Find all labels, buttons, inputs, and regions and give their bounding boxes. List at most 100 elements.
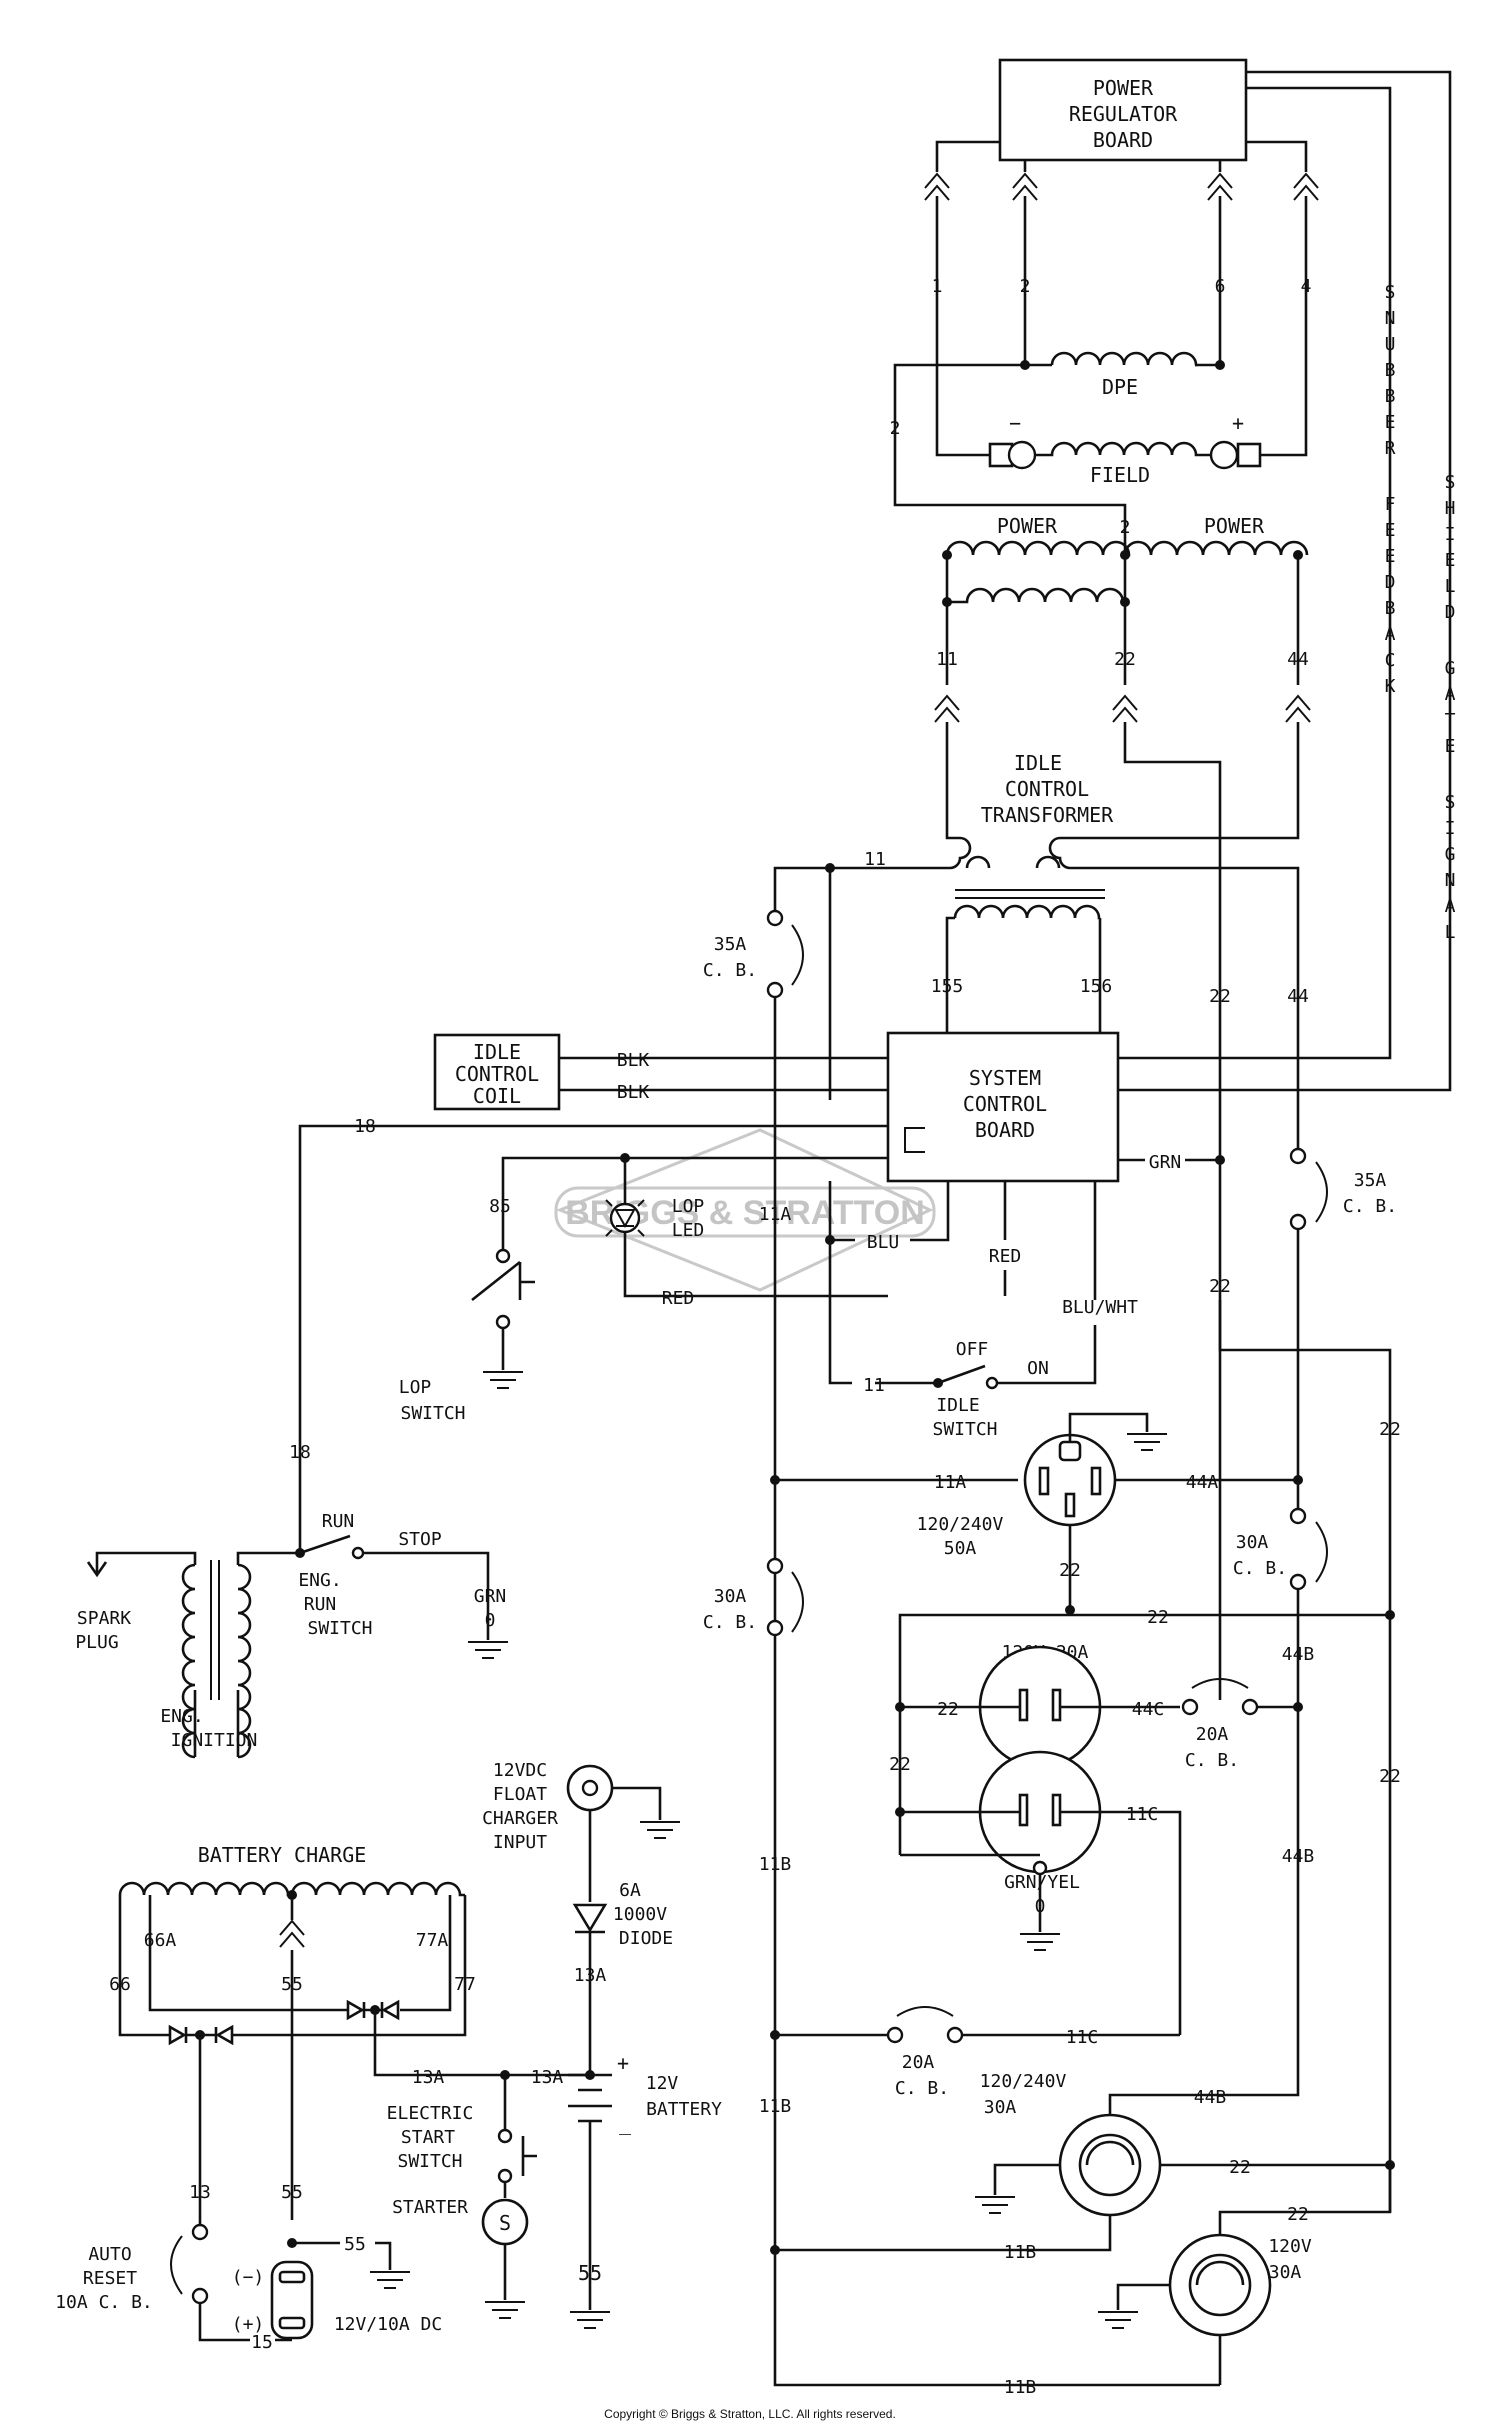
svg-text:66A: 66A xyxy=(144,1930,177,1951)
dpe-winding: DPE xyxy=(1050,351,1198,399)
dc-output-12v-10a: 55 55 (−) (+) 12V/10A DC xyxy=(232,2182,442,2340)
circuit-breaker-20a-duplex: 44C 20A C. B. xyxy=(1132,1678,1303,1771)
svg-text:1000V: 1000V xyxy=(613,1904,667,1925)
svg-text:44B: 44B xyxy=(1282,1846,1315,1867)
svg-text:77A: 77A xyxy=(416,1930,449,1951)
vertical-label-letter: G xyxy=(1445,844,1456,865)
svg-text:120V: 120V xyxy=(1268,2236,1312,2257)
svg-text:55: 55 xyxy=(281,2182,303,2203)
svg-text:30A: 30A xyxy=(984,2097,1017,2118)
svg-text:2: 2 xyxy=(1020,276,1031,297)
diode-6a-1000v: 6A 1000V DIODE 13A xyxy=(572,1880,673,2075)
svg-text:INPUT: INPUT xyxy=(493,1832,547,1853)
vertical-label-letter: E xyxy=(1445,736,1456,757)
svg-text:11A: 11A xyxy=(934,1472,967,1493)
svg-text:30A: 30A xyxy=(714,1586,747,1607)
svg-text:LED: LED xyxy=(672,1220,705,1241)
svg-text:22: 22 xyxy=(1059,1560,1081,1581)
svg-text:66: 66 xyxy=(109,1974,131,1995)
svg-text:0: 0 xyxy=(485,1610,496,1631)
svg-text:COIL: COIL xyxy=(473,1084,521,1108)
svg-text:55: 55 xyxy=(344,2234,366,2255)
receptacle-120-240v-50a: 11A 44A 22 120/240V 50A xyxy=(770,1412,1303,1615)
svg-text:30A: 30A xyxy=(1236,1532,1269,1553)
wire-22-bus xyxy=(898,1610,1395,1855)
svg-text:10A C. B.: 10A C. B. xyxy=(55,2292,153,2313)
svg-text:30A: 30A xyxy=(1269,2262,1302,2283)
svg-text:RUN: RUN xyxy=(304,1594,337,1615)
svg-text:11B: 11B xyxy=(759,1854,792,1875)
svg-text:SYSTEM: SYSTEM xyxy=(969,1066,1041,1090)
svg-text:SWITCH: SWITCH xyxy=(307,1618,372,1639)
float-charger-input: 12VDC FLOAT CHARGER INPUT xyxy=(482,1760,680,1902)
svg-text:CHARGER: CHARGER xyxy=(482,1808,558,1829)
svg-text:C. B.: C. B. xyxy=(1185,1750,1239,1771)
svg-text:11C: 11C xyxy=(1126,1804,1159,1825)
svg-text:POWER: POWER xyxy=(1204,514,1265,538)
svg-text:20A: 20A xyxy=(1196,1724,1229,1745)
svg-text:+: + xyxy=(1232,411,1244,435)
svg-text:13A: 13A xyxy=(412,2067,445,2088)
receptacle-120v-30a: 22 120V 30A 11B xyxy=(1004,2165,1392,2398)
vertical-label-letter: E xyxy=(1385,520,1396,541)
svg-text:44B: 44B xyxy=(1282,1644,1315,1665)
vertical-label-letter: D xyxy=(1445,602,1456,623)
vertical-label-letter: I xyxy=(1445,818,1456,839)
circuit-breaker-30a-right: 30A C. B. xyxy=(1233,1507,1328,1950)
vertical-label-letter: A xyxy=(1385,624,1396,645)
svg-text:11: 11 xyxy=(936,649,958,670)
vertical-label-letter: L xyxy=(1445,576,1456,597)
svg-text:C. B.: C. B. xyxy=(1343,1196,1397,1217)
svg-text:LOP: LOP xyxy=(672,1196,705,1217)
svg-text:POWER: POWER xyxy=(997,514,1058,538)
battery-charge-winding: BATTERY CHARGE 66A 77A 55 66 77 xyxy=(109,1843,476,2225)
svg-text:22: 22 xyxy=(1209,986,1231,1007)
electric-start-switch: S ELECTRIC START SWITCH STARTER 13A 13A xyxy=(373,2060,595,2319)
engine-ignition: SPARK PLUG ENG. IGNITION xyxy=(75,1551,300,1759)
svg-text:CONTROL: CONTROL xyxy=(1005,777,1089,801)
vertical-label-letter: U xyxy=(1385,334,1396,355)
vertical-label-letter: E xyxy=(1385,546,1396,567)
svg-text:GRN: GRN xyxy=(474,1586,507,1607)
svg-text:44C: 44C xyxy=(1132,1699,1165,1720)
svg-text:STOP: STOP xyxy=(398,1529,442,1550)
auto-reset-circuit-breaker: 13 15 AUTO RESET 10A C. B. xyxy=(55,2182,292,2353)
svg-text:BATTERY: BATTERY xyxy=(646,2099,722,2120)
svg-text:35A: 35A xyxy=(1354,1170,1387,1191)
svg-text:SWITCH: SWITCH xyxy=(932,1419,997,1440)
vertical-label-letter: G xyxy=(1445,658,1456,679)
svg-text:AUTO: AUTO xyxy=(88,2244,131,2265)
svg-text:C. B.: C. B. xyxy=(1233,1558,1287,1579)
vertical-label-letter: S xyxy=(1445,472,1456,493)
svg-text:44: 44 xyxy=(1287,986,1309,1007)
svg-text:12VDC: 12VDC xyxy=(493,1760,547,1781)
svg-text:BLU/WHT: BLU/WHT xyxy=(1062,1297,1138,1318)
svg-text:(+): (+) xyxy=(232,2314,265,2335)
vertical-label-letter: N xyxy=(1385,308,1396,329)
lop-circuit: 85 LOP LED LOP SWITCH xyxy=(399,1153,888,1424)
svg-text:11: 11 xyxy=(864,849,886,870)
svg-text:18: 18 xyxy=(354,1116,376,1137)
vertical-label-letter: A xyxy=(1445,684,1456,705)
svg-text:1: 1 xyxy=(932,276,943,297)
engine-run-switch: RUN STOP ENG. RUN SWITCH GRN 0 xyxy=(295,1511,508,1659)
svg-text:155: 155 xyxy=(931,976,964,997)
svg-text:−: − xyxy=(1009,411,1021,435)
svg-text:RUN: RUN xyxy=(322,1511,355,1532)
svg-text:+: + xyxy=(617,2051,629,2075)
receptacle-120-240v-30a: 44B 22 120/240V 30A 11B xyxy=(770,1950,1395,2263)
svg-text:BLK: BLK xyxy=(617,1050,650,1071)
svg-text:CONTROL: CONTROL xyxy=(963,1092,1047,1116)
vertical-label-letter: T xyxy=(1445,710,1456,731)
svg-text:ENG.: ENG. xyxy=(298,1570,341,1591)
svg-text:11B: 11B xyxy=(1004,2242,1037,2263)
vertical-label-letter: S xyxy=(1445,792,1456,813)
svg-text:11B: 11B xyxy=(759,2096,792,2117)
svg-text:BATTERY CHARGE: BATTERY CHARGE xyxy=(198,1843,367,1867)
vertical-label-letter: I xyxy=(1445,524,1456,545)
svg-text:55: 55 xyxy=(578,2261,602,2285)
svg-text:START: START xyxy=(401,2127,455,2148)
